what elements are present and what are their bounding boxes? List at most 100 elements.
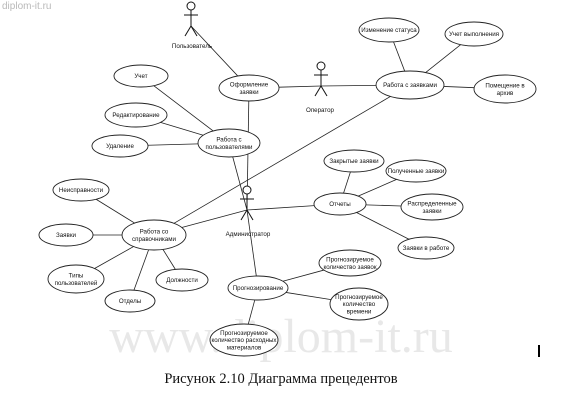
association-line [153,85,214,132]
use-case-ellipse [318,249,382,277]
use-case-uc-reports: Отчеты [313,192,367,216]
use-case-label: Неисправности [59,187,104,194]
use-case-ellipse [375,70,445,100]
use-case-label: пользователями [206,144,253,151]
use-case-label: количество расходных [212,337,278,344]
association-line [356,212,410,240]
use-case-ellipse [397,236,455,260]
use-case-ellipse [155,268,209,292]
use-case-ellipse [444,21,504,47]
use-case-label: Типы [69,273,84,280]
use-case-uc-account: Учет [113,64,169,88]
actor-label-admin: Администратор [226,231,271,238]
use-case-label: Учет [134,73,147,80]
use-case-label: количество заявок [323,264,376,271]
use-case-label: архив [497,90,514,97]
use-case-label: Изменение статуса [361,27,417,34]
actor-admin: Администратор [226,185,271,238]
association-line [278,85,322,88]
use-case-ellipse [113,64,169,88]
use-case-label: времени [347,308,372,315]
use-case-label: Заявки [56,232,77,239]
use-case-label: Полученные заявки [388,168,445,175]
use-case-label: Должности [166,277,198,284]
use-case-ellipse [358,17,420,43]
association-line [232,156,248,211]
use-case-label: Прогнозируемое [220,330,268,337]
use-case-uc-forecast: Прогнозирование [227,275,289,301]
use-case-uc-received: Полученные заявки [385,159,447,183]
watermark-large: www.diplom-it.ru [109,310,453,363]
actor-operator: Оператор [306,61,335,114]
association-line [343,171,351,194]
association-line [393,41,406,72]
use-case-uc-status: Изменение статуса [358,17,420,43]
use-case-label: количество [343,301,376,308]
use-case-label: Прогнозируемое [326,257,374,264]
use-case-ellipse [323,149,385,173]
association-line [147,143,199,146]
use-case-label: Работа с заявками [383,82,437,89]
use-case-ellipse [313,192,367,216]
use-case-label: Распределенные [407,201,457,208]
use-case-uc-posts: Должности [155,268,209,292]
actor-label-user: Пользователь [172,43,212,50]
use-case-label: Редактирование [112,112,160,119]
use-case-label: Закрытые заявки [329,158,379,165]
use-case-ellipse [47,264,105,294]
use-case-label: Работа с [216,137,241,144]
use-case-ellipse [227,275,289,301]
association-line [94,246,134,269]
association-line [160,121,204,136]
use-case-label: Удаление [106,143,134,150]
use-case-uc-closed: Закрытые заявки [323,149,385,173]
use-case-ellipse [121,219,187,251]
text-cursor-mark [538,345,540,357]
association-line [320,84,377,87]
use-case-uc-reqs: Заявки [38,223,94,247]
watermark-small: diplom-it.ru [2,1,52,12]
association-line [247,299,256,325]
actor-label-operator: Оператор [306,107,335,114]
association-line [190,25,239,77]
use-case-ellipse [38,223,94,247]
use-case-label: Оформление [230,82,269,89]
association-line [285,292,332,300]
use-case-ellipse [104,289,156,313]
association-line [425,44,461,73]
use-case-ellipse [400,193,464,221]
association-line [246,209,257,277]
use-case-ellipse [197,128,261,158]
use-case-uc-requests: Работа с заявками [375,70,445,100]
association-line [181,209,248,228]
use-case-label: Отделы [119,298,142,305]
use-case-ellipse [91,134,149,158]
use-case-uc-delete: Удаление [91,134,149,158]
actor-user: Пользователь [172,1,212,50]
figure-caption: Рисунок 2.10 Диаграмма прецедентов [164,371,398,387]
use-case-label: заявки [422,208,442,215]
association-line [365,204,402,207]
use-case-uc-edit: Редактирование [104,102,168,128]
use-case-uc-faults: Неисправности [52,178,110,202]
use-case-ellipse [104,102,168,128]
use-case-ellipse [385,159,447,183]
use-case-ellipse [473,74,537,104]
use-case-label: Помещение в [485,83,525,90]
use-case-uc-inwork: Заявки в работе [397,236,455,260]
association-line [282,269,325,282]
use-case-label: справочниками [132,236,176,243]
use-case-label: Заявки в работе [403,245,450,252]
association-line [162,249,176,270]
association-line [246,205,315,211]
use-case-uc-done: Учет выполнения [444,21,504,47]
use-case-label: пользователей [55,280,98,287]
use-case-label: Прогнозирование [233,285,284,292]
use-case-label: Отчеты [329,201,351,208]
